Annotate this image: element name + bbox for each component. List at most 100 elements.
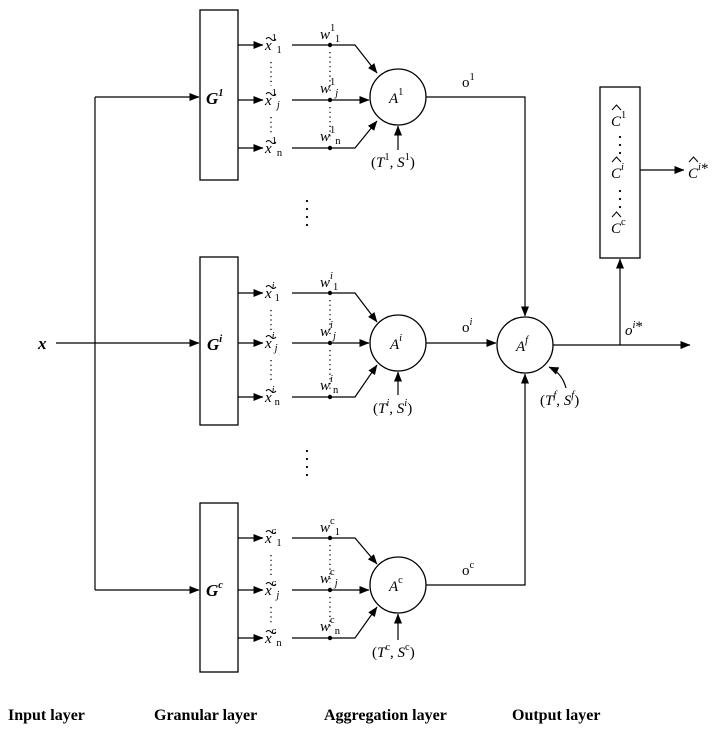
x-base: x [264, 336, 272, 352]
c-base: C [611, 166, 622, 182]
x-label: xin [264, 385, 281, 408]
output-label-c: oc [462, 560, 475, 579]
final-output-label: oi* [625, 319, 643, 339]
g-sup: i [219, 334, 222, 345]
g-base: G [207, 335, 220, 354]
output-link-c [426, 373, 529, 586]
input-label: x [37, 334, 47, 353]
o-base: o [625, 323, 633, 339]
granule-label-c: Gc [206, 580, 223, 600]
x-base: x [264, 38, 272, 54]
paren-open: ( [372, 645, 377, 661]
vertical-ellipsis [618, 143, 622, 147]
param-sep: , [390, 155, 398, 171]
tilde-mark [265, 335, 277, 339]
x-sub: n [275, 397, 281, 408]
granule-group-c: Gc xc1 xcj xcn wc1 wcj wcn Ac (Tc, Sc) o… [199, 373, 529, 673]
layer-label-output: Output layer [512, 707, 600, 724]
vertical-ellipsis [305, 473, 309, 477]
x-sub: j [275, 100, 280, 111]
layer-label-input: Input layer [8, 707, 85, 724]
x-label: x11 [264, 33, 282, 56]
w-sup: 1 [330, 77, 335, 88]
x-label: x1n [264, 136, 283, 159]
s-sup: i [404, 398, 407, 409]
result-sup: i [698, 162, 701, 173]
weight-node [327, 587, 333, 593]
x-sup: c [272, 626, 277, 637]
vertical-ellipsis [305, 449, 309, 453]
w-sup: 1 [330, 23, 335, 34]
granule-label-i: Gi [207, 334, 222, 354]
g-sup: c [218, 580, 223, 591]
vertical-ellipsis [305, 199, 309, 203]
w-sup: c [330, 615, 335, 626]
vertical-ellipsis [618, 205, 622, 209]
x-base: x [264, 286, 272, 302]
vertical-ellipsis [305, 215, 309, 219]
x-sup: c [272, 526, 277, 537]
x-base: x [264, 531, 272, 547]
weighted-link [292, 120, 378, 149]
w-label: w1j [320, 77, 338, 99]
result-star: * [701, 161, 709, 177]
weight-node [327, 394, 333, 400]
a-sup: 1 [398, 87, 403, 98]
weight-node [327, 535, 333, 541]
w-sub: j [331, 331, 336, 342]
w-label: wcj [320, 567, 338, 589]
aggregation-label-i: Ai [389, 333, 402, 353]
x-base: x [264, 390, 272, 406]
param-label-c: (Tc, Sc) [372, 642, 415, 661]
weight-node [327, 340, 333, 346]
x-sup: i [272, 281, 275, 292]
a-base: A [388, 579, 399, 595]
w-sup: i [330, 320, 333, 331]
aggregation-label-c: Ac [388, 575, 403, 595]
c-sup: i [621, 162, 624, 173]
a-sup: c [398, 575, 403, 586]
granule-box-c [199, 502, 239, 673]
o-star: * [635, 319, 643, 335]
result-base: C [688, 166, 699, 182]
vertical-ellipsis [305, 457, 309, 461]
x-sup: i [272, 385, 275, 396]
s-base: S [397, 401, 405, 417]
w-base: w [320, 520, 330, 536]
g-sup: 1 [218, 88, 223, 99]
final-param-arrow [548, 366, 567, 389]
t-sup: f [553, 390, 558, 401]
x-sub: 1 [276, 538, 281, 549]
output-link-1 [426, 96, 529, 317]
tilde-mark [265, 285, 277, 289]
class-label: C1 [611, 110, 626, 130]
weighted-link [292, 44, 378, 74]
o-sup: 1 [470, 72, 475, 83]
param-sep: , [556, 393, 564, 409]
t-base: T [378, 401, 388, 417]
w-label: wij [320, 320, 336, 342]
w-label: win [320, 374, 339, 396]
vertical-ellipsis [618, 135, 622, 139]
x-label: xcj [264, 578, 279, 601]
param-label-1: (T1, S1) [371, 152, 415, 171]
tilde-mark [265, 92, 277, 96]
g-base: G [206, 581, 219, 600]
s-sup: c [405, 642, 410, 653]
paren-close: ) [407, 401, 412, 417]
w-base: w [320, 324, 330, 340]
weighted-link [292, 364, 378, 398]
param-label-i: (Ti, Si) [373, 398, 412, 417]
tilde-mark [265, 389, 277, 393]
o-sup: c [470, 560, 475, 571]
x-label: x1j [264, 88, 280, 111]
o-sup: i [470, 317, 473, 328]
w-sub: 1 [333, 282, 338, 293]
a-sup: f [525, 335, 530, 346]
x-sup: 1 [272, 88, 277, 99]
x-sub: n [276, 638, 282, 649]
layer-label-aggregation: Aggregation layer [324, 707, 447, 724]
weighted-link [292, 537, 378, 565]
weight-node [327, 97, 333, 103]
vertical-ellipsis [618, 197, 622, 201]
